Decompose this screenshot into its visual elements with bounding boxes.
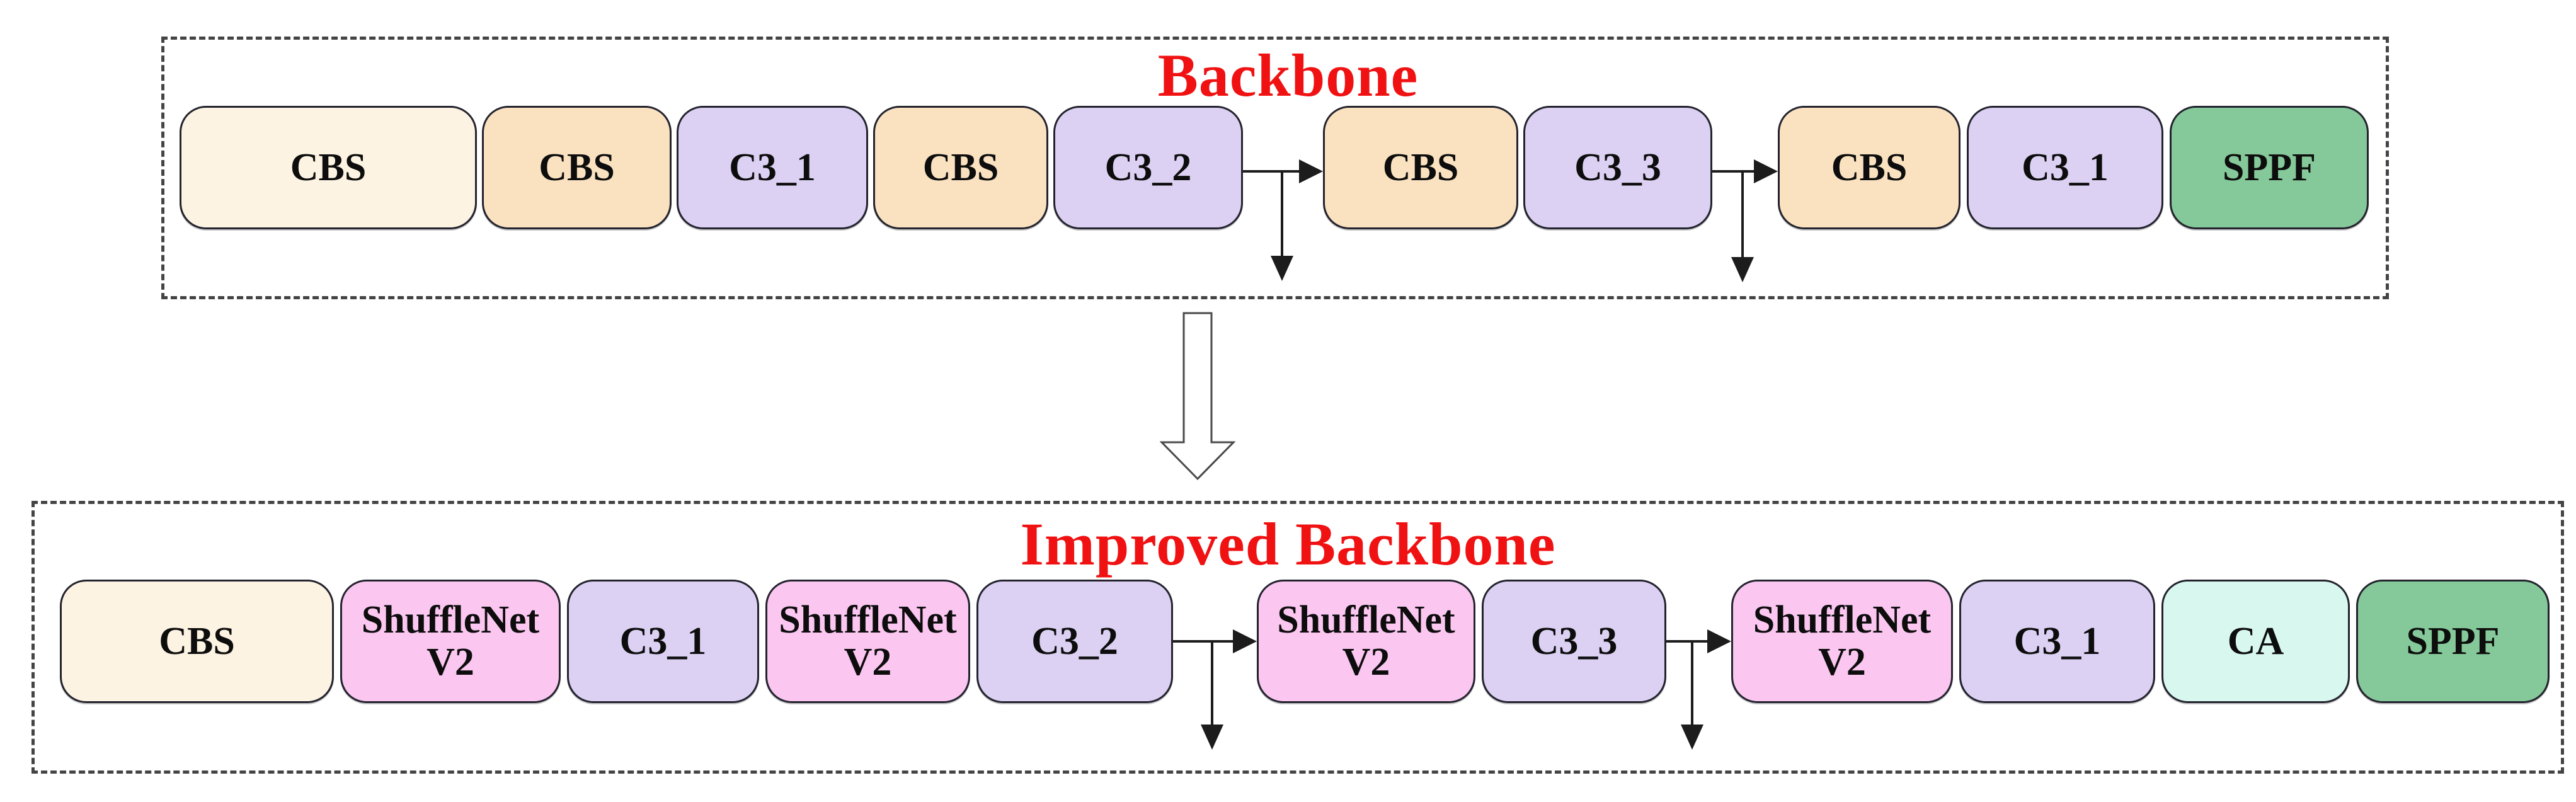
connector-line — [1173, 640, 1235, 643]
block-c3-3: C3_3 — [1523, 106, 1712, 229]
backbone-group-box — [161, 37, 2389, 299]
arrowhead-down-icon — [1201, 725, 1223, 750]
block-sppf: SPPF — [2170, 106, 2369, 229]
block-cbs: CBS — [60, 580, 334, 703]
block-cbs: CBS — [1778, 106, 1961, 229]
block-shufflenet: ShuffleNet V2 — [1257, 580, 1475, 703]
improved-backbone-title: Improved Backbone — [1020, 510, 1556, 578]
arrowhead-down-icon — [1731, 257, 1754, 282]
branch-line — [1281, 170, 1283, 257]
connector-line — [1712, 170, 1756, 173]
block-cbs: CBS — [873, 106, 1048, 229]
block-c3-1: C3_1 — [1959, 580, 2155, 703]
arrowhead-down-icon — [1271, 256, 1293, 281]
block-sppf: SPPF — [2356, 580, 2550, 703]
block-c3-2: C3_2 — [1053, 106, 1243, 229]
block-c3-3: C3_3 — [1482, 580, 1666, 703]
backbone-title: Backbone — [1157, 42, 1419, 109]
connector-line — [1243, 170, 1301, 173]
branch-line — [1741, 170, 1744, 258]
block-cbs: CBS — [180, 106, 477, 229]
arrowhead-right-icon — [1233, 629, 1257, 653]
block-shufflenet: ShuffleNet V2 — [340, 580, 561, 703]
connector-line — [1666, 640, 1709, 643]
branch-line — [1691, 640, 1693, 726]
block-c3-1: C3_1 — [677, 106, 868, 229]
block-c3-1: C3_1 — [567, 580, 759, 703]
block-c3-1: C3_1 — [1967, 106, 2163, 229]
transform-arrow-icon — [1160, 312, 1235, 481]
arrowhead-right-icon — [1707, 629, 1731, 653]
block-shufflenet: ShuffleNet V2 — [1731, 580, 1953, 703]
block-shufflenet: ShuffleNet V2 — [765, 580, 970, 703]
improved-backbone-group-box — [31, 501, 2564, 774]
arrowhead-right-icon — [1299, 159, 1323, 183]
block-cbs: CBS — [1323, 106, 1518, 229]
block-cbs: CBS — [482, 106, 672, 229]
block-c3-2: C3_2 — [976, 580, 1173, 703]
block-ca: CA — [2161, 580, 2350, 703]
arrowhead-right-icon — [1754, 159, 1778, 183]
arrowhead-down-icon — [1681, 725, 1703, 750]
branch-line — [1211, 640, 1213, 726]
